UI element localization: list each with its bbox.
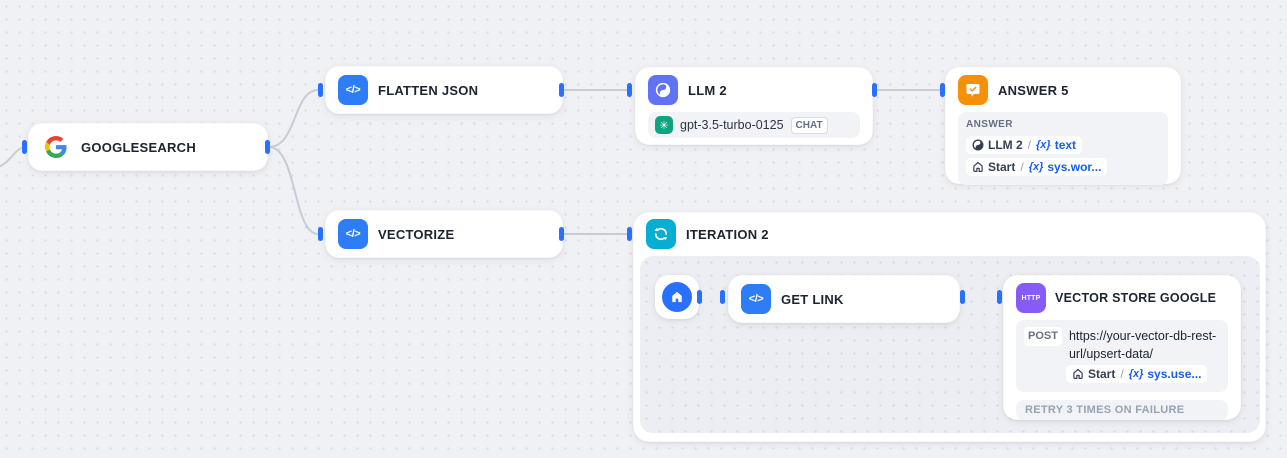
model-name: gpt-3.5-turbo-0125	[680, 118, 784, 132]
node-title: ITERATION 2	[686, 226, 769, 242]
handle-googlesearch-source[interactable]	[265, 140, 270, 154]
edge-googlesearch-flatten-json	[268, 89, 319, 148]
variable-chip[interactable]: Start / {x} sys.wor...	[966, 158, 1108, 176]
node-answer5[interactable]: ANSWER 5 ANSWER LLM 2 / {x} text	[945, 67, 1181, 185]
node-title: VECTOR STORE GOOGLE	[1055, 291, 1217, 305]
node-title: GET LINK	[781, 291, 844, 307]
model-selector[interactable]: ✳ gpt-3.5-turbo-0125 CHAT	[648, 112, 860, 138]
handle-vector-store-target[interactable]	[997, 290, 1002, 304]
retry-badge: RETRY 3 TIMES ON FAILURE	[1016, 400, 1228, 421]
code-icon: </>	[741, 284, 771, 314]
edge-googlesearch-vectorize	[268, 146, 319, 235]
request-url: https://your-vector-db-rest-url/upsert-d…	[1068, 329, 1217, 362]
handle-get-link-target[interactable]	[720, 290, 725, 304]
home-mini-icon	[1073, 369, 1083, 380]
code-icon: </>	[338, 75, 368, 105]
chip-variable: text	[1054, 138, 1077, 152]
handle-iteration2-target[interactable]	[627, 227, 632, 241]
handle-get-link-source[interactable]	[960, 290, 965, 304]
http-method-badge: POST	[1024, 327, 1062, 346]
node-title: FLATTEN JSON	[378, 82, 479, 98]
handle-googlesearch-target[interactable]	[22, 140, 27, 154]
handle-llm2-target[interactable]	[627, 83, 632, 97]
google-icon	[41, 132, 71, 162]
http-request-summary: POST https://your-vector-db-rest-url/ups…	[1016, 320, 1228, 393]
answer-section-label: ANSWER	[966, 119, 1013, 130]
code-icon: </>	[338, 219, 368, 249]
node-title: ANSWER 5	[998, 82, 1069, 98]
handle-answer5-target[interactable]	[940, 83, 945, 97]
model-mode-badge: CHAT	[790, 116, 828, 134]
node-title: LLM 2	[688, 82, 727, 98]
variable-chip[interactable]: LLM 2 / {x} text	[966, 136, 1083, 154]
chip-separator: /	[1027, 138, 1032, 152]
handle-flatten-json-target[interactable]	[318, 83, 323, 97]
node-vectorize[interactable]: </> VECTORIZE	[325, 210, 563, 258]
http-icon: HTTP	[1016, 283, 1046, 313]
node-flatten-json[interactable]: </> FLATTEN JSON	[325, 66, 563, 114]
openai-icon: ✳	[655, 116, 673, 134]
chip-variable: sys.wor...	[1047, 160, 1102, 174]
edge-incoming-googlesearch	[0, 147, 22, 168]
home-icon	[662, 282, 692, 312]
node-title: GOOGLESEARCH	[81, 139, 196, 155]
llm-icon	[648, 75, 678, 105]
chip-separator: /	[1120, 367, 1124, 382]
llm-mini-icon	[972, 139, 984, 151]
handle-llm2-source[interactable]	[872, 83, 877, 97]
node-llm2[interactable]: LLM 2 ✳ gpt-3.5-turbo-0125 CHAT	[635, 67, 873, 145]
node-get-link[interactable]: </> GET LINK	[728, 275, 960, 323]
variable-chip[interactable]: Start / {x} sys.use...	[1066, 365, 1208, 384]
node-vector-store-google[interactable]: HTTP VECTOR STORE GOOGLE POST https://yo…	[1003, 275, 1241, 421]
variable-icon: {x}	[1028, 161, 1044, 173]
chip-source: Start	[1088, 367, 1116, 382]
node-title: VECTORIZE	[378, 226, 455, 242]
chip-source: Start	[988, 160, 1016, 174]
handle-flatten-json-source[interactable]	[559, 83, 564, 97]
home-mini-icon	[973, 161, 983, 172]
variable-icon: {x}	[1036, 139, 1051, 151]
chip-source: LLM 2	[988, 138, 1023, 152]
handle-vectorize-source[interactable]	[559, 227, 564, 241]
node-googlesearch[interactable]: GOOGLESEARCH	[28, 123, 268, 171]
answer-section: ANSWER LLM 2 / {x} text	[958, 112, 1168, 185]
handle-iteration-start-source[interactable]	[697, 290, 702, 304]
chip-separator: /	[1020, 160, 1024, 174]
node-iteration-start[interactable]	[655, 275, 699, 319]
answer-icon	[958, 75, 988, 105]
chip-variable: sys.use...	[1147, 367, 1202, 382]
variable-icon: {x}	[1128, 368, 1144, 381]
iteration-icon	[646, 219, 676, 249]
handle-vectorize-target[interactable]	[318, 227, 323, 241]
